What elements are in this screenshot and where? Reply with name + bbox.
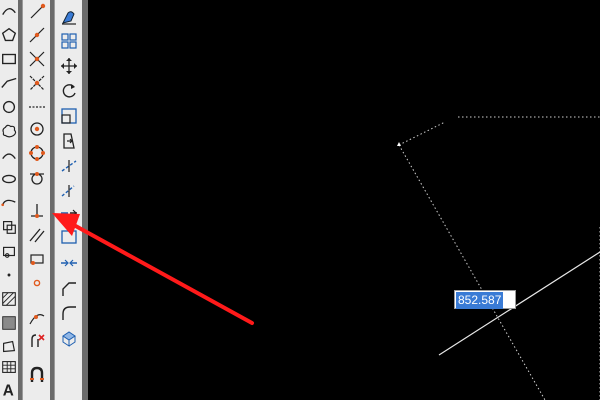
ellipse-arc-icon[interactable] [0,192,18,214]
snap-midpoint-icon[interactable] [26,24,48,46]
rotate-icon[interactable] [58,80,80,102]
polygon-icon[interactable] [0,24,18,46]
snap-intersection-icon[interactable] [26,48,48,70]
object-snap-toolbar [22,0,52,400]
erase-icon[interactable] [58,6,80,28]
make-block-icon[interactable] [0,240,18,262]
dynamic-input-field[interactable]: 852.587 [454,290,516,309]
table-icon[interactable] [0,356,18,378]
snap-center-icon[interactable] [26,118,48,140]
arc-icon[interactable] [0,0,18,22]
circle-icon[interactable] [0,96,18,118]
scale-icon[interactable] [58,105,80,127]
snap-quadrant-icon[interactable] [26,142,48,164]
point-icon[interactable] [0,264,18,286]
extend-icon[interactable] [58,180,80,202]
revision-cloud-icon[interactable] [0,120,18,142]
draw-toolbar: A [0,0,19,400]
join-icon[interactable] [58,252,80,274]
chamfer-icon[interactable] [58,278,80,300]
snap-node-icon[interactable] [26,272,48,294]
snap-endpoint-icon[interactable] [26,0,48,22]
rectangle-icon[interactable] [0,48,18,70]
gradient-icon[interactable] [0,312,18,334]
stretch-icon[interactable] [58,130,80,152]
hatch-icon[interactable] [0,288,18,310]
snap-parallel-icon[interactable] [26,224,48,246]
toolbar-gap [18,0,22,400]
svg-text:A: A [3,382,14,399]
toolbar-gap [82,0,88,400]
trim-icon[interactable] [58,155,80,177]
dynamic-input-value: 852.587 [456,292,504,309]
explode-icon[interactable] [58,327,80,349]
osnap-settings-icon[interactable] [26,364,48,386]
modify-toolbar [54,0,84,400]
fillet-icon[interactable] [58,302,80,324]
snap-none-icon[interactable] [26,330,48,352]
insert-block-icon[interactable] [0,216,18,238]
ellipse-icon[interactable] [0,168,18,190]
snap-nearest-icon[interactable] [26,306,48,328]
break-at-point-icon[interactable] [58,202,80,224]
move-icon[interactable] [58,55,80,77]
region-icon[interactable] [0,336,18,358]
snap-tangent-icon[interactable] [26,166,48,188]
toolbar-gap [50,0,54,400]
snap-extension-icon[interactable] [26,96,48,118]
snap-perpendicular-icon[interactable] [26,200,48,222]
array-icon[interactable] [58,30,80,52]
spline-icon[interactable] [0,72,18,94]
curve-icon[interactable] [0,144,18,166]
snap-apparent-intersection-icon[interactable] [26,72,48,94]
snap-insert-icon[interactable] [26,248,48,270]
drawing-canvas[interactable] [88,0,600,400]
break-icon[interactable] [58,226,80,248]
text-icon[interactable]: A [0,378,18,400]
